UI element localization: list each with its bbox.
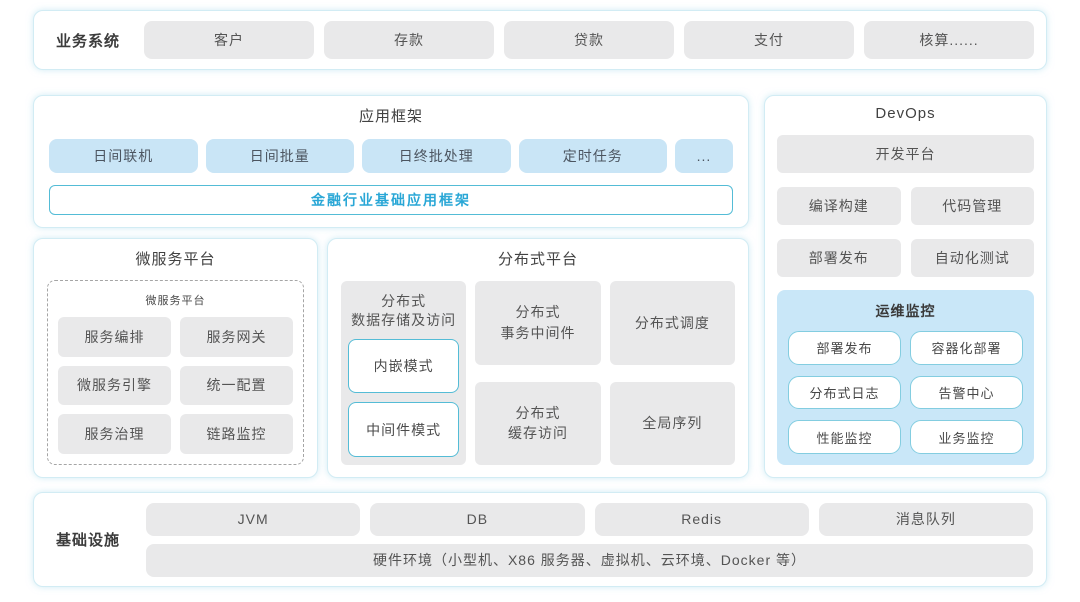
app-framework-item-more: ... [675,139,733,173]
distributed-storage-cell: 分布式 数据存储及访问 内嵌模式 中间件模式 [341,281,467,465]
infra-item-jvm: JVM [146,502,361,536]
business-item-customer: 客户 [144,21,314,59]
devops-title: DevOps [875,105,936,122]
monitor-item-alert: 告警中心 [910,375,1023,410]
left-column: 应用框架 日间联机 日间批量 日终批处理 定时任务 ... 金融行业基础应用框架… [33,95,749,478]
monitor-item-business: 业务监控 [910,420,1023,454]
middleware-mode-box: 中间件模式 [348,402,460,457]
business-systems-panel: 业务系统 客户 存款 贷款 支付 核算...... [33,10,1047,70]
app-framework-item-online: 日间联机 [49,139,198,173]
distributed-storage-label: 分布式 数据存储及访问 [351,293,457,328]
app-framework-item-eod-batch: 日终批处理 [362,139,511,173]
devops-item-build: 编译构建 [777,187,901,225]
infra-item-db: DB [370,502,585,536]
infrastructure-panel: 基础设施 JVM DB Redis 消息队列 硬件环境（小型机、X86 服务器、… [33,492,1047,587]
microservice-item-config: 统一配置 [180,365,293,406]
microservice-platform-title: 微服务平台 [135,251,216,268]
hardware-environment-bar: 硬件环境（小型机、X86 服务器、虚拟机、云环境、Docker 等） [146,543,1033,577]
distributed-cache-cell: 分布式 缓存访问 [475,381,601,465]
ops-monitoring-grid: 部署发布 容器化部署 分布式日志 告警中心 性能监控 业务监控 [788,331,1023,454]
microservice-item-tracing: 链路监控 [180,414,293,454]
infrastructure-items: JVM DB Redis 消息队列 [146,502,1033,536]
business-systems-label: 业务系统 [55,32,120,50]
distributed-scheduler-cell: 分布式调度 [609,281,735,365]
ops-monitoring-panel: 运维监控 部署发布 容器化部署 分布式日志 告警中心 性能监控 业务监控 [777,290,1034,465]
infra-item-redis: Redis [594,502,809,536]
business-item-payment: 支付 [684,21,854,59]
distributed-transaction-cell: 分布式 事务中间件 [475,281,601,365]
global-sequence-cell: 全局序列 [609,381,735,465]
devops-item-deploy: 部署发布 [777,239,901,277]
app-framework-items: 日间联机 日间批量 日终批处理 定时任务 ... [49,139,733,173]
distributed-right-column: 分布式调度 全局序列 [609,281,735,465]
distributed-grid: 分布式 数据存储及访问 内嵌模式 中间件模式 分布式 事务中间件 分布式 缓存访… [341,281,735,465]
distributed-platform-panel: 分布式平台 分布式 数据存储及访问 内嵌模式 中间件模式 分布式 事务中间件 分… [327,238,749,478]
microservice-inner-box: 微服务平台 服务编排 服务网关 微服务引擎 统一配置 服务治理 链路监控 [47,280,304,465]
embedded-mode-box: 内嵌模式 [348,338,460,394]
ops-monitoring-title: 运维监控 [875,303,936,319]
microservice-item-orchestration: 服务编排 [58,317,171,357]
app-framework-item-batch: 日间批量 [205,139,354,173]
monitor-item-deploy: 部署发布 [788,331,901,365]
infrastructure-content: JVM DB Redis 消息队列 硬件环境（小型机、X86 服务器、虚拟机、云… [146,502,1033,577]
microservice-grid: 服务编排 服务网关 微服务引擎 统一配置 服务治理 链路监控 [58,317,293,454]
middle-zone: 应用框架 日间联机 日间批量 日终批处理 定时任务 ... 金融行业基础应用框架… [33,95,1047,478]
app-framework-title: 应用框架 [358,108,423,125]
distributed-middle-column: 分布式 事务中间件 分布式 缓存访问 [475,281,601,465]
app-framework-panel: 应用框架 日间联机 日间批量 日终批处理 定时任务 ... 金融行业基础应用框架 [33,95,749,228]
microservice-item-engine: 微服务引擎 [58,365,171,406]
business-item-loan: 贷款 [504,21,674,59]
devops-grid: 编译构建 代码管理 部署发布 自动化测试 [777,187,1034,277]
business-item-deposit: 存款 [324,21,494,59]
business-item-accounting: 核算...... [864,21,1034,59]
devops-item-auto-test: 自动化测试 [910,239,1034,277]
monitor-item-container: 容器化部署 [910,331,1023,365]
infra-item-mq: 消息队列 [818,502,1033,536]
app-framework-item-scheduled: 定时任务 [518,139,667,173]
microservice-item-governance: 服务治理 [58,414,171,454]
microservice-platform-panel: 微服务平台 微服务平台 服务编排 服务网关 微服务引擎 统一配置 服务治理 链路… [33,238,318,478]
microservice-inner-title: 微服务平台 [145,295,206,307]
monitor-item-logs: 分布式日志 [788,375,901,410]
platforms-row: 微服务平台 微服务平台 服务编排 服务网关 微服务引擎 统一配置 服务治理 链路… [33,238,749,478]
finance-base-framework-bar: 金融行业基础应用框架 [49,185,733,215]
devops-panel: DevOps 开发平台 编译构建 代码管理 部署发布 自动化测试 运维监控 部署… [764,95,1047,478]
infrastructure-label: 基础设施 [55,532,120,549]
monitor-item-performance: 性能监控 [788,420,901,454]
dev-platform-box: 开发平台 [777,135,1034,173]
distributed-platform-title: 分布式平台 [497,251,578,268]
microservice-item-gateway: 服务网关 [180,317,293,357]
devops-item-code-mgmt: 代码管理 [910,187,1034,225]
